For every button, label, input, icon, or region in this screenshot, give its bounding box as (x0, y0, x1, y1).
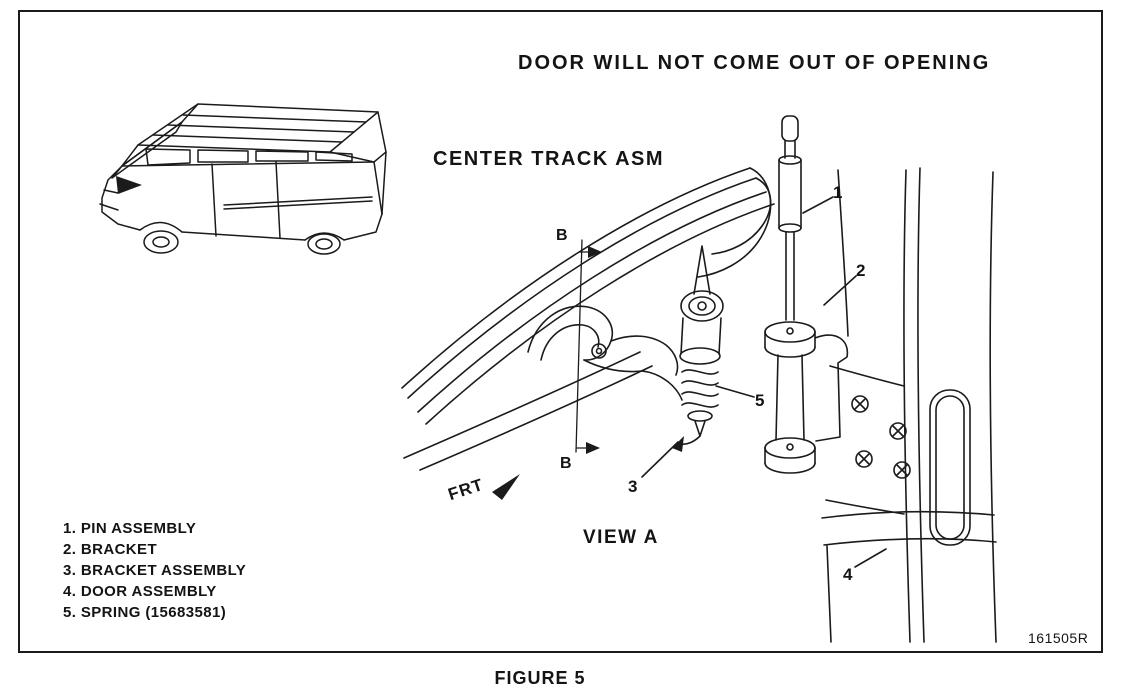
section-label-b-top: B (556, 227, 568, 244)
section-arrow-top-icon (588, 246, 602, 258)
warning-label: DOOR WILL NOT COME OUT OF OPENING (518, 52, 991, 74)
parts-list-item-5: 5. SPRING (15683581) (63, 604, 227, 621)
callout-3-arrow-icon (672, 436, 684, 452)
parts-list: 1. PIN ASSEMBLY 2. BRACKET 3. BRACKET AS… (63, 518, 246, 623)
section-label-b-bottom: B (560, 455, 572, 472)
frt-arrow-icon (492, 474, 520, 500)
section-line-b (575, 239, 602, 454)
figure-caption: FIGURE 5 (494, 668, 586, 688)
center-track-drawing (401, 167, 775, 471)
callout-1-pin: 1 (833, 183, 843, 202)
parts-list-item-2: 2. BRACKET (63, 541, 158, 558)
door-screw-icon (855, 450, 873, 468)
van-illustration (99, 103, 387, 255)
door-screw-icon (893, 461, 911, 479)
callout-3-bracket-assembly: 3 (628, 477, 638, 496)
center-track-label: CENTER TRACK ASM (433, 148, 665, 170)
parts-list-item-1: 1. PIN ASSEMBLY (63, 520, 197, 537)
parts-list-item-3: 3. BRACKET ASSEMBLY (63, 562, 247, 579)
view-a-label: VIEW A (583, 527, 659, 548)
spring-coil (681, 369, 719, 408)
bracket-assembly-drawing (527, 245, 755, 478)
page-border (18, 10, 1103, 653)
parts-list-item-4: 4. DOOR ASSEMBLY (63, 583, 217, 600)
callout-4-door-assembly: 4 (843, 565, 853, 584)
bracket-drawing (764, 275, 857, 474)
door-location-arrow-icon (116, 176, 142, 194)
section-arrow-bottom-icon (586, 442, 600, 454)
door-assembly-drawing (821, 167, 997, 643)
doc-number: 161505R (1028, 630, 1089, 646)
callout-2-bracket: 2 (856, 261, 866, 280)
callout-5-spring: 5 (755, 391, 765, 410)
pin-assembly-drawing (778, 115, 834, 321)
door-screw-icon (889, 422, 907, 440)
door-screw-icon (851, 395, 869, 413)
